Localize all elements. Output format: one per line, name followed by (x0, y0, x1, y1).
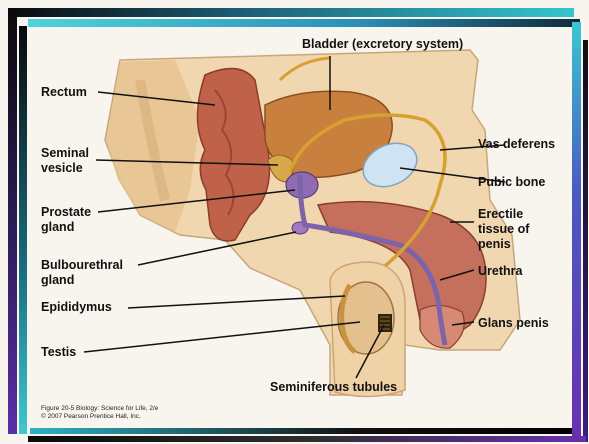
label-seminiferous-tubules: Seminiferous tubules (270, 380, 397, 395)
figure-credit: Figure 20-5 Biology: Science for Life, 2… (41, 405, 158, 421)
label-glans-penis: Glans penis (478, 316, 549, 331)
label-epididymus: Epididymus (41, 300, 112, 315)
label-vas-deferens: Vas deferens (478, 137, 555, 152)
leader-testis (84, 322, 360, 352)
label-rectum: Rectum (41, 85, 87, 100)
label-bladder: Bladder (excretory system) (302, 37, 463, 52)
label-seminal-vesicle: Seminal vesicle (41, 146, 89, 176)
label-testis: Testis (41, 345, 76, 360)
label-bulbourethral-gland: Bulbourethral gland (41, 258, 123, 288)
label-prostate-gland: Prostate gland (41, 205, 91, 235)
label-urethra: Urethra (478, 264, 522, 279)
label-erectile-tissue: Erectile tissue of penis (478, 207, 529, 252)
label-pubic-bone: Pubic bone (478, 175, 545, 190)
